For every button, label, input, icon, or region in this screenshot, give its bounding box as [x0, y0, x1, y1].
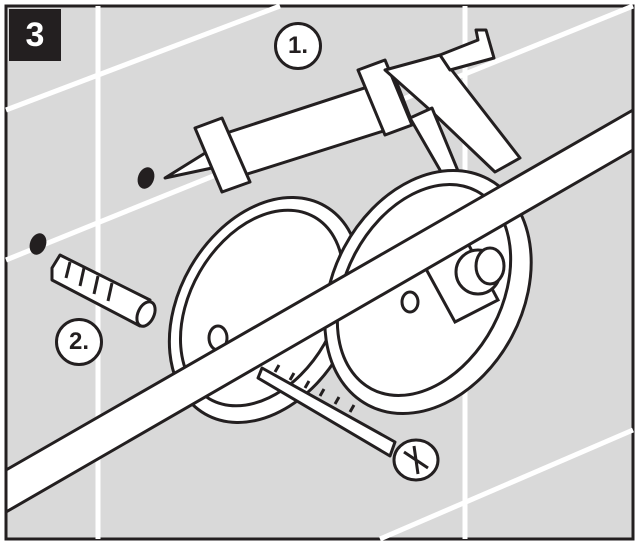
- step-number-badge: 3: [9, 9, 61, 61]
- drill-hole: [29, 233, 47, 255]
- callout-2-label: 2.: [55, 318, 103, 366]
- caulking-gun: [163, 28, 522, 207]
- screw: [256, 364, 440, 482]
- wall-plug: [50, 253, 157, 328]
- drill-hole: [137, 167, 155, 189]
- callout-1-label: 1.: [274, 22, 322, 70]
- holder-bar: [4, 108, 635, 514]
